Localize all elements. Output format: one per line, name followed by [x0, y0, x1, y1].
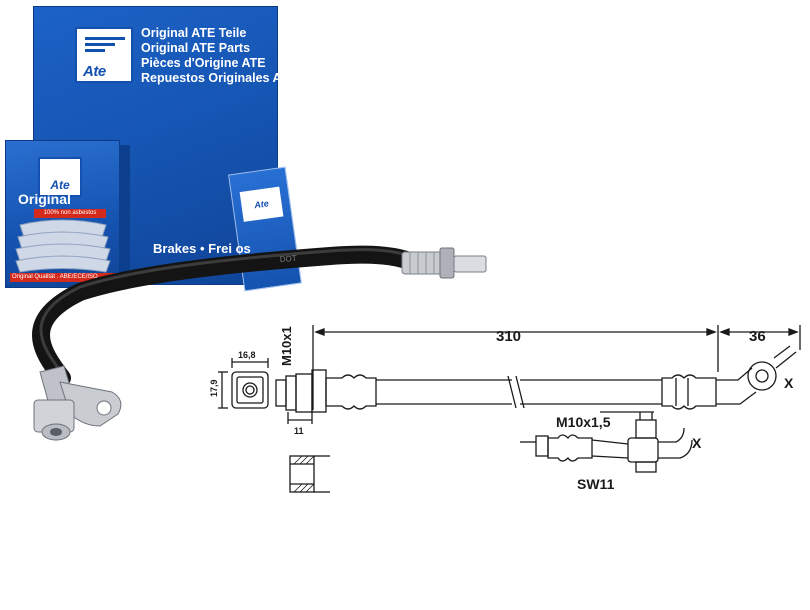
marker-x-top: X: [784, 375, 794, 391]
ate-logo-bars: [85, 37, 125, 57]
thread-m10x1-5-label: M10x1,5: [556, 414, 611, 430]
original-label: Original: [18, 191, 71, 207]
technical-drawing: [218, 325, 801, 493]
dim-11-label: 11: [294, 426, 304, 436]
dim-36-label: 36: [749, 328, 766, 345]
brakes-text: Brakes • Frei os: [153, 241, 251, 256]
hose-print-text: DOT: [280, 254, 298, 264]
dim-17-9-label: 17,9: [209, 379, 219, 397]
parts-line-en: Original ATE Parts: [141, 41, 251, 55]
dim-16-8-label: 16,8: [238, 350, 256, 360]
ate-logo-mark: Ate: [83, 63, 106, 80]
brake-pads-illustration: [15, 219, 111, 273]
asbestos-label: 100% non asbestos: [34, 209, 106, 218]
original-parts-text: Original ATE Teile Original ATE Parts Pi…: [141, 26, 297, 86]
ate-logo: Ate: [75, 27, 133, 83]
small-ate-logo: Ate: [38, 157, 82, 197]
parts-line-es: Repuestos Originales ATE: [141, 71, 297, 85]
quality-label: Original Qualität . ABE/ECE/ISO: [10, 273, 118, 282]
hose-left-fitting: [33, 365, 122, 441]
hose-right-fitting: [401, 247, 487, 279]
parts-line-de: Original ATE Teile: [141, 26, 247, 40]
brake-pad-box-side: [119, 145, 130, 285]
thread-m10x1-label: M10x1: [279, 326, 294, 366]
brake-pad-box: Ate Original 100% non asbestos Original …: [5, 140, 130, 288]
wrench-size-label: SW11: [577, 476, 615, 492]
marker-x-bottom: X: [692, 435, 702, 451]
dim-310-label: 310: [496, 328, 521, 345]
parts-line-fr: Pièces d'Origine ATE: [141, 56, 266, 70]
brake-hose: DOT: [32, 245, 421, 387]
